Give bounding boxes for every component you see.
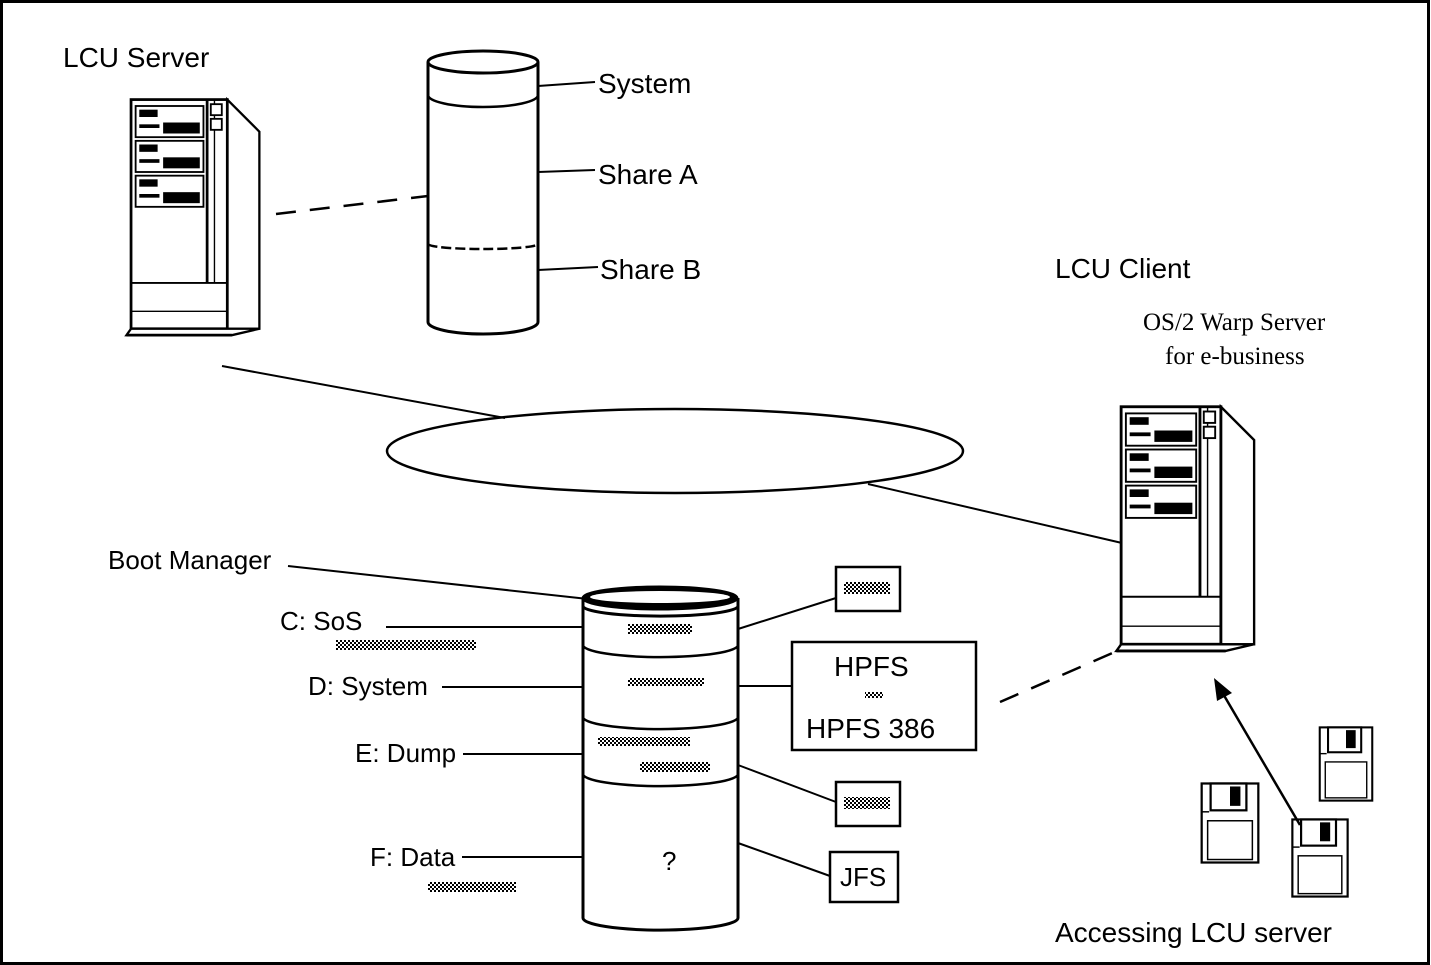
hpfs-line2: HPFS 386 (806, 713, 935, 744)
partition-c-hatch (336, 640, 476, 650)
client-title: LCU Client (1055, 253, 1191, 284)
hpfs-box (790, 640, 978, 752)
hpfs-client-dashed-link (999, 646, 1125, 704)
jfs-label: JFS (840, 862, 886, 892)
server-tower-icon (124, 98, 261, 337)
partition-c-label: C: SoS (280, 606, 362, 636)
client-os-line1: OS/2 Warp Server (1143, 309, 1326, 336)
partition-f-content: ? (662, 846, 676, 876)
client-tower-icon (1114, 405, 1256, 653)
floppy-disk-icon-3 (1290, 818, 1350, 898)
client-network-link (867, 483, 1123, 544)
disk-label-share-b: Share B (600, 254, 701, 285)
fs-box-1-leader-line (737, 597, 837, 630)
boot-manager-leader-line (287, 565, 589, 600)
client-disk-cylinder-icon (581, 585, 740, 932)
share-a-leader-line (537, 169, 596, 173)
server-disk-dashed-link (275, 194, 429, 216)
floppy-disk-icon-2 (1318, 726, 1374, 802)
server-disk-cylinder-icon (426, 49, 540, 336)
disk-label-share-a: Share A (598, 159, 698, 190)
partition-f-hatch (428, 882, 516, 892)
fs-box-2-leader-line (737, 764, 837, 803)
partition-f-label: F: Data (370, 842, 456, 872)
hpfs-separator-hatch (865, 692, 883, 698)
client-os-line2: for e-business (1165, 343, 1305, 370)
disk-label-system: System (598, 68, 691, 99)
hpfs-line1: HPFS (834, 651, 909, 682)
boot-manager-label: Boot Manager (108, 545, 272, 575)
server-title: LCU Server (63, 42, 209, 73)
partition-d-label: D: System (308, 671, 428, 701)
lan-ring-icon (385, 407, 965, 495)
partition-e-label: E: Dump (355, 738, 456, 768)
share-b-leader-line (537, 266, 599, 271)
system-leader-line (537, 81, 596, 87)
jfs-leader-line (737, 842, 831, 877)
access-arrow-line (1220, 691, 1302, 826)
floppy-disk-icon-1 (1200, 782, 1260, 864)
fs-box-1-hatch (844, 582, 890, 594)
server-network-link (221, 365, 506, 419)
fs-box-2-hatch (844, 797, 890, 809)
access-arrow-head-icon (1214, 678, 1232, 701)
jfs-box (828, 850, 900, 904)
diskettes-caption: Accessing LCU server (1055, 917, 1332, 948)
